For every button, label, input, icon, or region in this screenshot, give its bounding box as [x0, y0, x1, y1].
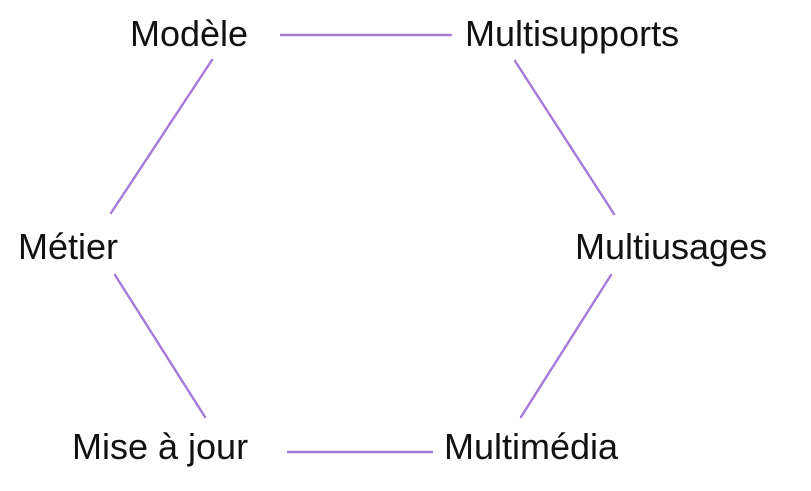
edge-multisupports-multiusages — [513, 59, 616, 216]
node-multiusages: Multiusages — [575, 226, 768, 267]
edge-metier-modele — [109, 58, 214, 215]
node-multisupports: Multisupports — [465, 13, 680, 54]
node-modele: Modèle — [130, 13, 249, 54]
edge-mise-a-jour-metier — [113, 273, 207, 419]
node-mise-a-jour: Mise à jour — [72, 426, 249, 467]
node-metier: Métier — [18, 226, 119, 267]
edge-multiusages-multimedia — [519, 273, 613, 419]
node-multimedia: Multimédia — [444, 426, 619, 467]
